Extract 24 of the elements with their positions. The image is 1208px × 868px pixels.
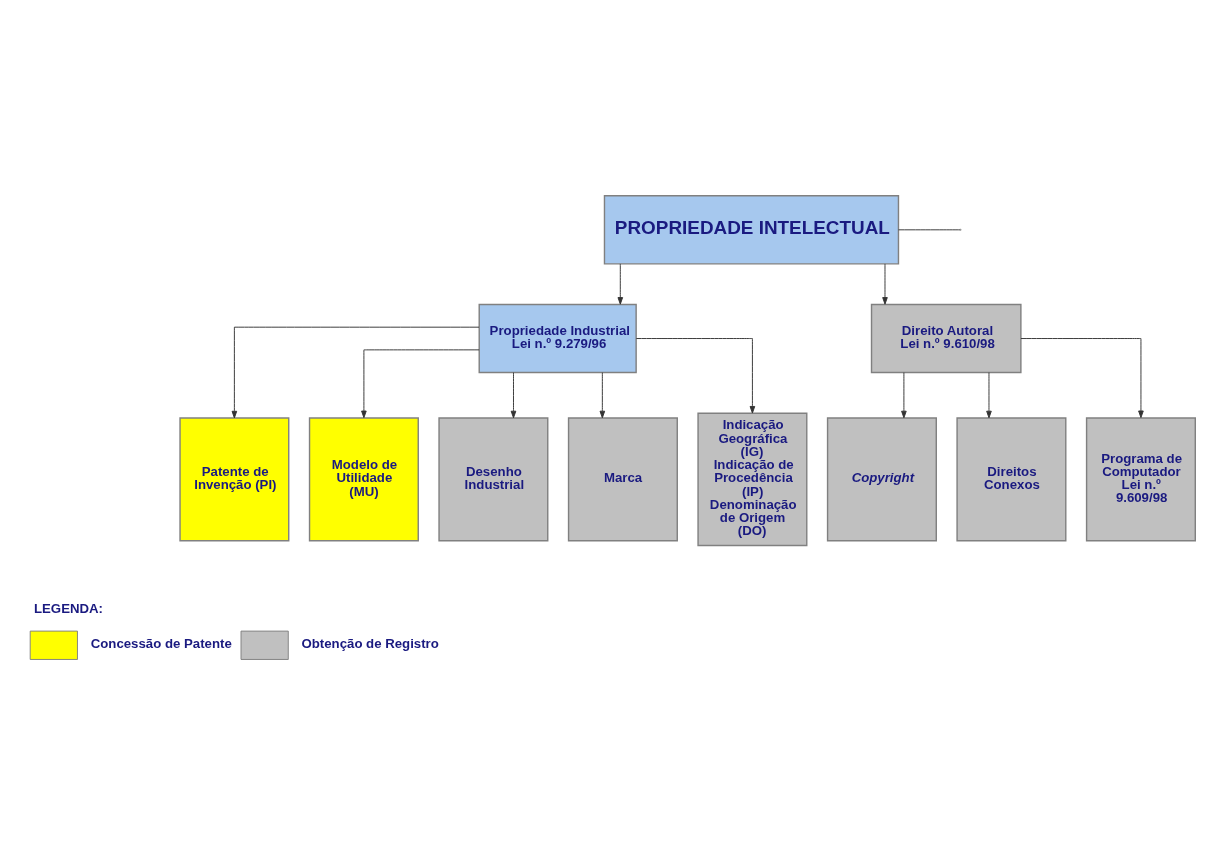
arrow	[1020, 338, 1144, 419]
node-box: Marca	[567, 417, 678, 542]
arrow	[635, 338, 756, 414]
node-box: PROPRIEDADE INTELECTUAL	[603, 195, 900, 265]
arrow	[510, 372, 517, 419]
node-box: Direito Autoral Lei n.º 9.610/98	[870, 303, 1022, 374]
node-box: Patente de Invenção (PI)	[179, 417, 290, 542]
node-box: Programa de Computador Lei n.º 9.609/98	[1085, 417, 1196, 542]
arrow	[361, 349, 480, 419]
legend-label: Concessão de Patente	[90, 635, 232, 651]
legend-label: Obtenção de Registro	[301, 635, 439, 651]
label: LEGENDA:	[33, 601, 104, 617]
arrow	[986, 372, 992, 419]
arrow	[599, 372, 606, 419]
node-box: Copyright	[826, 417, 937, 542]
node-box: Modelo de Utilidade (MU)	[308, 417, 419, 542]
arrow	[231, 326, 480, 419]
node-box: Desenho Industrial	[438, 417, 549, 542]
node-box: Direitos Conexos	[956, 417, 1067, 542]
node-box: Propriedade Industrial Lei n.º 9.279/96	[478, 303, 637, 374]
node-box: Indicação Geográfica (IG) Indicação de Procedência (IP) Denominação de Origem (DO)	[697, 412, 808, 547]
arrow	[882, 263, 888, 305]
arrow	[617, 263, 624, 305]
arrow	[901, 372, 907, 419]
